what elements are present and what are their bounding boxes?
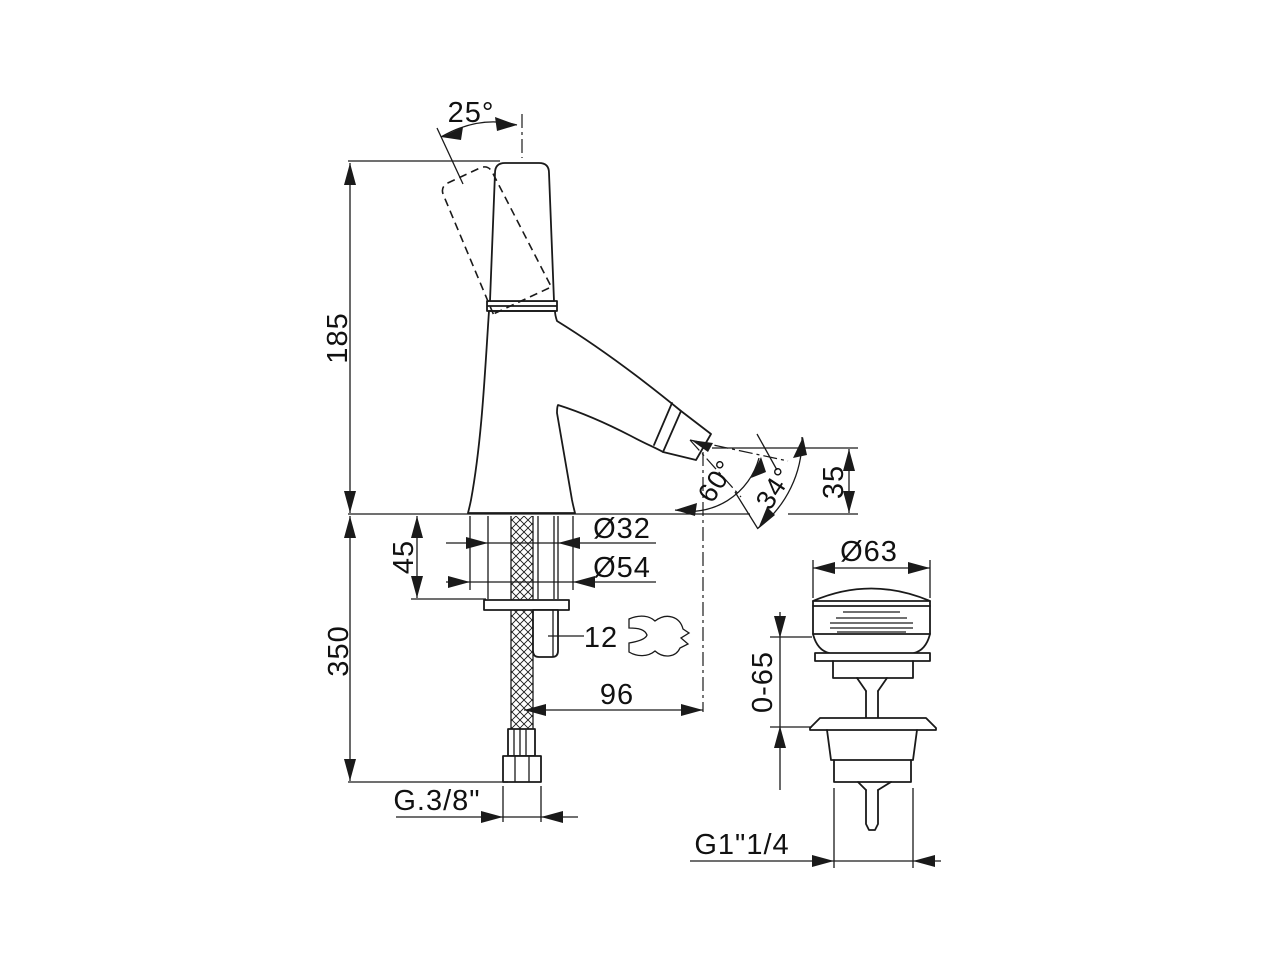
waste-cap <box>812 587 931 635</box>
dim-handle-angle: 25° <box>436 97 523 185</box>
dim-text-waste-thread: G1"1/4 <box>694 829 789 861</box>
flexible-hose <box>510 516 534 748</box>
dim-text-supply-thread: G.3/8" <box>393 785 480 817</box>
faucet-front-view <box>348 162 750 783</box>
mounting-washer <box>483 599 570 611</box>
dim-text-outlet-height: 35 <box>818 465 850 499</box>
dimensions-front: 25° 185 350 45 Ø32 <box>322 97 858 823</box>
dim-waste-thread: G1"1/4 <box>690 788 941 868</box>
locknut <box>532 609 559 658</box>
handle-dashed-position <box>441 166 553 316</box>
waste-washer <box>814 652 931 662</box>
dim-under-deck-depth: 350 <box>323 516 508 783</box>
dim-shank-diameter: Ø32 <box>446 513 656 549</box>
dim-text-spout-height: 185 <box>322 312 354 363</box>
dim-text-cap-diameter: Ø63 <box>840 536 898 568</box>
aerator-joint <box>653 402 682 453</box>
waste-tailpiece <box>809 717 937 831</box>
dim-spout-reach: 96 <box>524 452 704 716</box>
popup-waste-detail: Ø63 0-65 G1"1/4 <box>690 536 941 868</box>
waste-pin <box>865 789 879 831</box>
dim-text-base-diameter: Ø54 <box>593 552 651 584</box>
dim-text-under-deck-depth: 350 <box>323 625 355 676</box>
mounting-shank <box>469 516 574 599</box>
dim-text-adjust-range: 0-65 <box>747 651 779 713</box>
dim-locknut: 12 <box>548 615 691 657</box>
dim-text-spout-reach: 96 <box>600 679 634 711</box>
dim-text-locknut: 12 <box>584 622 618 654</box>
supply-hose-fitting <box>502 728 542 783</box>
dim-text-shank-diameter: Ø32 <box>593 513 651 545</box>
dim-supply-thread: G.3/8" <box>393 785 578 823</box>
faucet-body <box>467 310 712 514</box>
dim-base-diameter: Ø54 <box>446 552 656 588</box>
dim-deck-clamp: 45 <box>388 516 486 600</box>
handle-collar <box>486 300 558 312</box>
dim-outlet-height: 35 <box>712 447 858 515</box>
spray-direction-arrow <box>691 440 713 452</box>
supply-hose-nut <box>502 755 542 783</box>
dim-adjust-range: 0-65 <box>747 612 812 790</box>
dim-cap-diameter: Ø63 <box>812 536 931 598</box>
waste-body <box>812 633 931 719</box>
dim-text-handle-angle: 25° <box>448 97 495 129</box>
dim-text-spray-inner: 60° <box>692 455 741 508</box>
wrench-icon <box>628 615 691 657</box>
dim-spout-height: 185 <box>322 160 500 513</box>
dim-text-deck-clamp: 45 <box>388 540 420 574</box>
handle <box>489 162 555 302</box>
